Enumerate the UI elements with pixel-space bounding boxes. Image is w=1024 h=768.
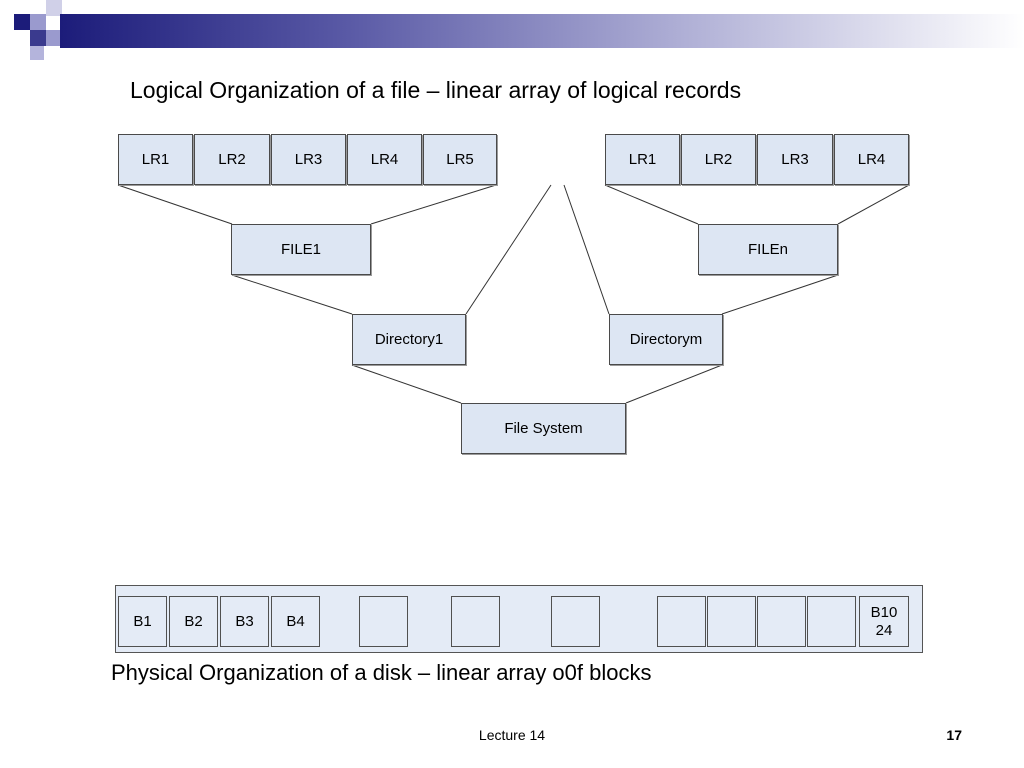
page-number: 17 [946, 727, 962, 743]
record-label: LR4 [370, 150, 399, 168]
record-label: LR4 [857, 150, 886, 168]
header-square-white [46, 0, 62, 16]
header-gradient-band [60, 14, 1024, 48]
disk-block-1: B1 [118, 596, 167, 647]
connector-line [563, 184, 610, 315]
directory1-label: Directory1 [374, 330, 444, 348]
file1-label: FILE1 [280, 240, 322, 258]
record-label: LR5 [446, 150, 474, 168]
disk-block-empty [451, 596, 500, 647]
disk-block-empty [359, 596, 408, 647]
file-system-label: File System [504, 419, 583, 437]
disk-block-empty [807, 596, 856, 647]
filen-label: FILEn [747, 240, 789, 258]
block-label: B1 [133, 612, 152, 630]
record-label: LR2 [704, 150, 733, 168]
file1-record-5: LR5 [423, 134, 497, 185]
slide-footer: Lecture 14 [478, 727, 546, 743]
slide-title: Logical Organization of a file – linear … [130, 77, 742, 103]
record-label: LR3 [781, 150, 809, 168]
directorym-label: Directorym [629, 330, 703, 348]
connector-line [625, 364, 723, 404]
disk-block-empty [657, 596, 706, 647]
directory1-node: Directory1 [352, 314, 466, 365]
record-label: LR2 [218, 150, 246, 168]
disk-block-2: B2 [169, 596, 218, 647]
header-decoration [0, 0, 1024, 62]
header-square-light [46, 30, 62, 46]
file1-record-4: LR4 [347, 134, 422, 185]
file-system-node: File System [461, 403, 626, 454]
record-label: LR1 [141, 150, 170, 168]
block-label: B2 [184, 612, 203, 630]
disk-block-4: B4 [271, 596, 320, 647]
file1-record-3: LR3 [271, 134, 346, 185]
file1-record-1: LR1 [118, 134, 193, 185]
disk-caption: Physical Organization of a disk – linear… [111, 660, 652, 685]
connector-line [604, 184, 699, 225]
filen-record-4: LR4 [834, 134, 909, 185]
disk-block-empty [757, 596, 806, 647]
filen-record-3: LR3 [757, 134, 833, 185]
header-square-light [30, 14, 46, 30]
connector-line [721, 274, 839, 315]
disk-block-1024: B10 24 [859, 596, 909, 647]
header-square-light [30, 46, 44, 60]
file1-record-2: LR2 [194, 134, 270, 185]
record-label: LR3 [294, 150, 323, 168]
disk-block-empty [707, 596, 756, 647]
header-square-navy [30, 30, 46, 46]
header-square-navy [14, 14, 30, 30]
disk-block-empty [551, 596, 600, 647]
block-label: B4 [286, 612, 305, 630]
block-label: B10 24 [870, 604, 898, 639]
connector-line [837, 184, 910, 225]
file1-node: FILE1 [231, 224, 371, 275]
filen-record-1: LR1 [605, 134, 680, 185]
disk-block-3: B3 [220, 596, 269, 647]
block-label: B3 [235, 612, 254, 630]
record-label: LR1 [628, 150, 657, 168]
connector-line [370, 184, 497, 225]
directorym-node: Directorym [609, 314, 723, 365]
connector-line [117, 184, 233, 225]
connector-line [231, 274, 353, 315]
connector-line [465, 184, 552, 315]
connector-line [351, 364, 462, 404]
disk-strip: B1 B2 B3 B4 B10 24 [115, 585, 923, 653]
filen-node: FILEn [698, 224, 838, 275]
filen-record-2: LR2 [681, 134, 756, 185]
